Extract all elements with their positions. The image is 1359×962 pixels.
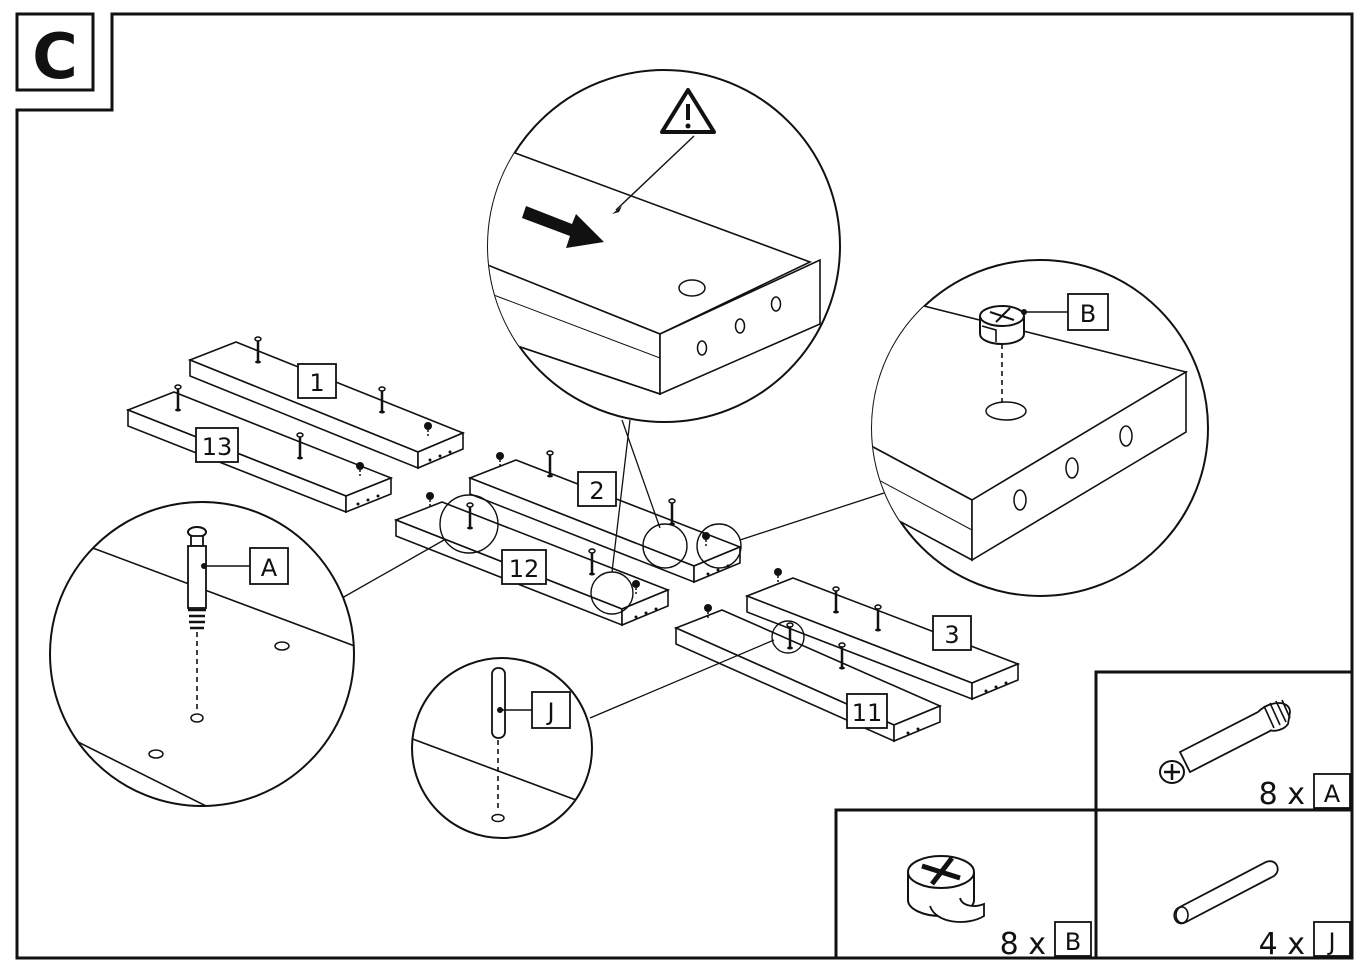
callout-b: B bbox=[1067, 293, 1109, 331]
cam-lock-icon bbox=[979, 305, 1025, 345]
wooden-dowel-icon bbox=[1173, 860, 1279, 925]
cam-bolt-icon bbox=[1159, 699, 1291, 784]
cam-lock-icon bbox=[907, 855, 985, 923]
panel-label-2: 2 bbox=[577, 471, 617, 507]
svg-text:3: 3 bbox=[944, 621, 959, 649]
svg-text:B: B bbox=[1065, 928, 1081, 956]
step-box bbox=[15, 12, 95, 92]
panel-label-1: 1 bbox=[297, 363, 337, 399]
svg-text:11: 11 bbox=[852, 699, 883, 727]
panel-2 bbox=[467, 449, 743, 584]
svg-text:8 x: 8 x bbox=[1000, 927, 1046, 962]
panel-label-13: 13 bbox=[195, 427, 239, 463]
svg-text:8 x: 8 x bbox=[1259, 777, 1305, 812]
svg-text:4 x: 4 x bbox=[1259, 927, 1305, 962]
wooden-dowel-icon bbox=[491, 667, 506, 739]
svg-text:B: B bbox=[1080, 300, 1096, 328]
warning-detail-circle bbox=[487, 69, 841, 423]
hardware-qty-j: 4 x J bbox=[1259, 921, 1351, 962]
detail-marker-a bbox=[439, 494, 499, 554]
svg-text:A: A bbox=[261, 554, 278, 582]
panel-label-11: 11 bbox=[846, 693, 888, 729]
direction-arrow-icon bbox=[522, 206, 604, 248]
panel-label-3: 3 bbox=[932, 615, 972, 651]
detail-marker-j bbox=[771, 620, 805, 654]
svg-text:2: 2 bbox=[589, 477, 604, 505]
svg-text:J: J bbox=[545, 698, 554, 726]
cam-bolt-icon bbox=[187, 526, 207, 630]
panel-3 bbox=[744, 567, 1021, 701]
svg-text:13: 13 bbox=[202, 433, 233, 461]
outer-frame bbox=[15, 12, 1354, 960]
callout-a: A bbox=[249, 547, 289, 585]
panel-label-12: 12 bbox=[501, 549, 547, 585]
step-label: C bbox=[32, 20, 78, 93]
detail-marker-b bbox=[696, 523, 742, 569]
cam-lock-detail-circle bbox=[871, 259, 1209, 597]
warning-triangle-icon bbox=[660, 88, 716, 134]
hardware-legend: 8 x A 8 x B 4 x J bbox=[834, 670, 1354, 962]
dowel-detail-circle bbox=[411, 657, 593, 839]
svg-text:12: 12 bbox=[509, 555, 540, 583]
hardware-qty-a: 8 x A bbox=[1259, 773, 1351, 812]
hardware-qty-b: 8 x B bbox=[1000, 921, 1092, 962]
callout-j: J bbox=[531, 691, 571, 729]
svg-text:J: J bbox=[1326, 928, 1335, 956]
detail-marker-warning bbox=[642, 523, 688, 569]
svg-text:1: 1 bbox=[309, 369, 324, 397]
bolt-detail-circle bbox=[49, 501, 355, 807]
svg-text:A: A bbox=[1324, 780, 1341, 808]
